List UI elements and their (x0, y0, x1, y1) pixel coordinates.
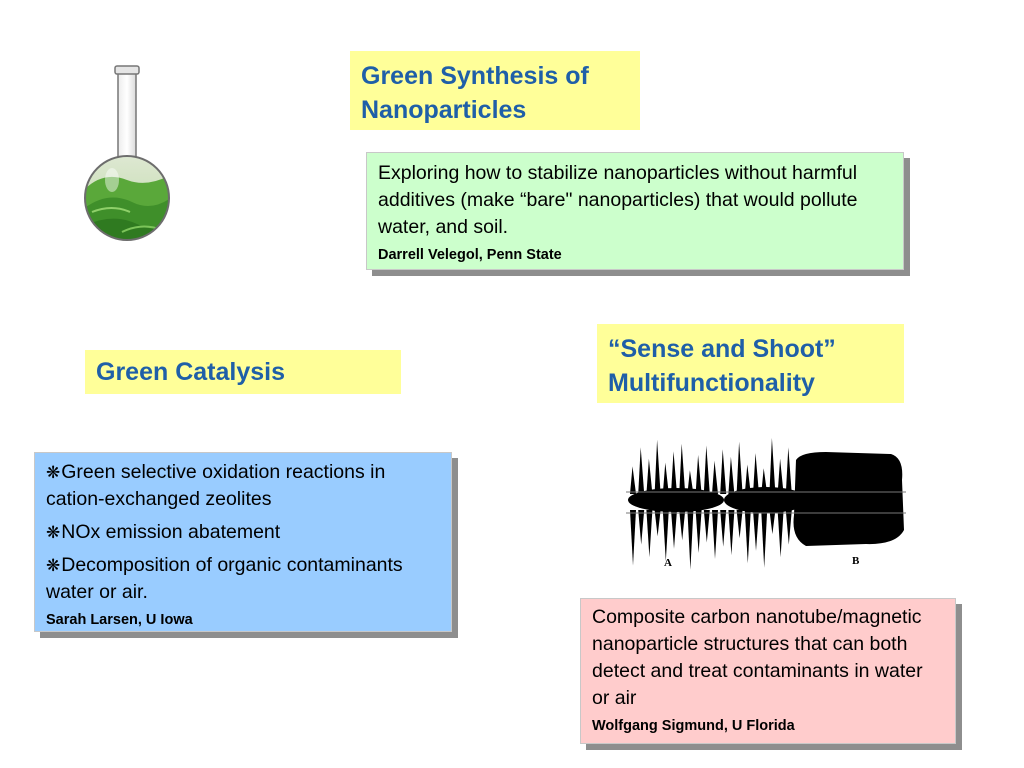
catalysis-bullet-1: ❋Green selective oxidation reactions in … (46, 459, 441, 513)
catalysis-card: ❋Green selective oxidation reactions in … (34, 452, 452, 632)
nanotube-spike (736, 510, 743, 539)
nanotube-spike (720, 449, 727, 494)
nanotube-spike (654, 510, 661, 537)
nanotube-spike (662, 462, 669, 494)
nanotube-spike (662, 510, 669, 562)
nano-description: Exploring how to stabilize nanoparticles… (378, 162, 858, 238)
sense-credit: Wolfgang Sigmund, U Florida (592, 718, 795, 734)
nano-card: Exploring how to stabilize nanoparticles… (366, 152, 904, 270)
sense-title-line1: “Sense and Shoot” (608, 335, 836, 363)
flower-bullet-icon: ❋ (46, 523, 61, 542)
nanotube-spike (695, 455, 702, 494)
nanotube-spike (646, 458, 653, 494)
flower-bullet-icon: ❋ (46, 556, 61, 575)
catalysis-bullet-3-text: Decomposition of organic contaminants wa… (46, 554, 403, 603)
nanotube-spike (712, 460, 718, 494)
nano-credit: Darrell Velegol, Penn State (378, 247, 562, 263)
catalysis-title-box: Green Catalysis (85, 350, 401, 394)
sense-title-box: “Sense and Shoot” Multifunctionality (597, 324, 904, 403)
nanotube-spike (687, 510, 694, 570)
nanotube-spike (638, 510, 645, 545)
nanotube-spike (671, 510, 677, 549)
nanotube-spike (630, 510, 636, 566)
nanotube-spike (638, 447, 645, 494)
nano-title-line2: Nanoparticles (361, 96, 527, 124)
nanotube-spike (753, 510, 759, 551)
nanotube-spike (785, 510, 792, 545)
flask-with-green-hills-icon (84, 65, 170, 241)
figure-label-a: A (664, 557, 672, 569)
nanotube-spike (736, 441, 743, 494)
catalysis-bullet-3: ❋Decomposition of organic contaminants w… (46, 552, 441, 606)
catalysis-title: Green Catalysis (96, 358, 285, 386)
nanotube-spike (728, 456, 735, 494)
nanotube-spike (646, 510, 653, 558)
nanotube-spike (679, 443, 686, 494)
nanotube-spike (728, 510, 735, 556)
nanotube-spike (720, 510, 727, 547)
nanotube-spike (744, 464, 751, 494)
nanotube-spike (703, 510, 710, 543)
nanotube-spike (687, 470, 694, 494)
nanotube-spike (671, 451, 677, 494)
catalysis-credit: Sarah Larsen, U Iowa (46, 612, 193, 628)
catalysis-bullet-2: ❋NOx emission abatement (46, 519, 441, 546)
sense-card: Composite carbon nanotube/magnetic nanop… (580, 598, 956, 744)
nanotube-spike (695, 510, 702, 553)
sense-description: Composite carbon nanotube/magnetic nanop… (592, 606, 923, 709)
nano-title-box: Green Synthesis of Nanoparticles (350, 51, 640, 130)
nanotube-spike (744, 510, 751, 564)
nanotube-spike (630, 466, 636, 494)
figure-label-b: B (852, 555, 860, 567)
nanotube-spike (679, 510, 686, 541)
nanotube-spike (769, 510, 776, 535)
nanotube-spike (712, 510, 718, 560)
catalysis-bullet-2-text: NOx emission abatement (61, 521, 281, 543)
nanotube-spike (753, 453, 759, 494)
sense-title-line2: Multifunctionality (608, 369, 815, 397)
nanotube-spike (769, 437, 776, 494)
nano-title-line1: Green Synthesis of (361, 62, 589, 90)
nanotube-spike (777, 510, 784, 558)
nanotube-spike (785, 447, 792, 494)
nanotube-spike (654, 439, 661, 494)
nanotube-spike (703, 445, 710, 494)
catalysis-bullet-1-text: Green selective oxidation reactions in c… (46, 461, 386, 510)
nanotube-spike (777, 458, 784, 494)
flower-bullet-icon: ❋ (46, 463, 61, 482)
nanotube-spike (761, 510, 768, 568)
nanotube-micrograph-diagram: A B (626, 437, 906, 570)
